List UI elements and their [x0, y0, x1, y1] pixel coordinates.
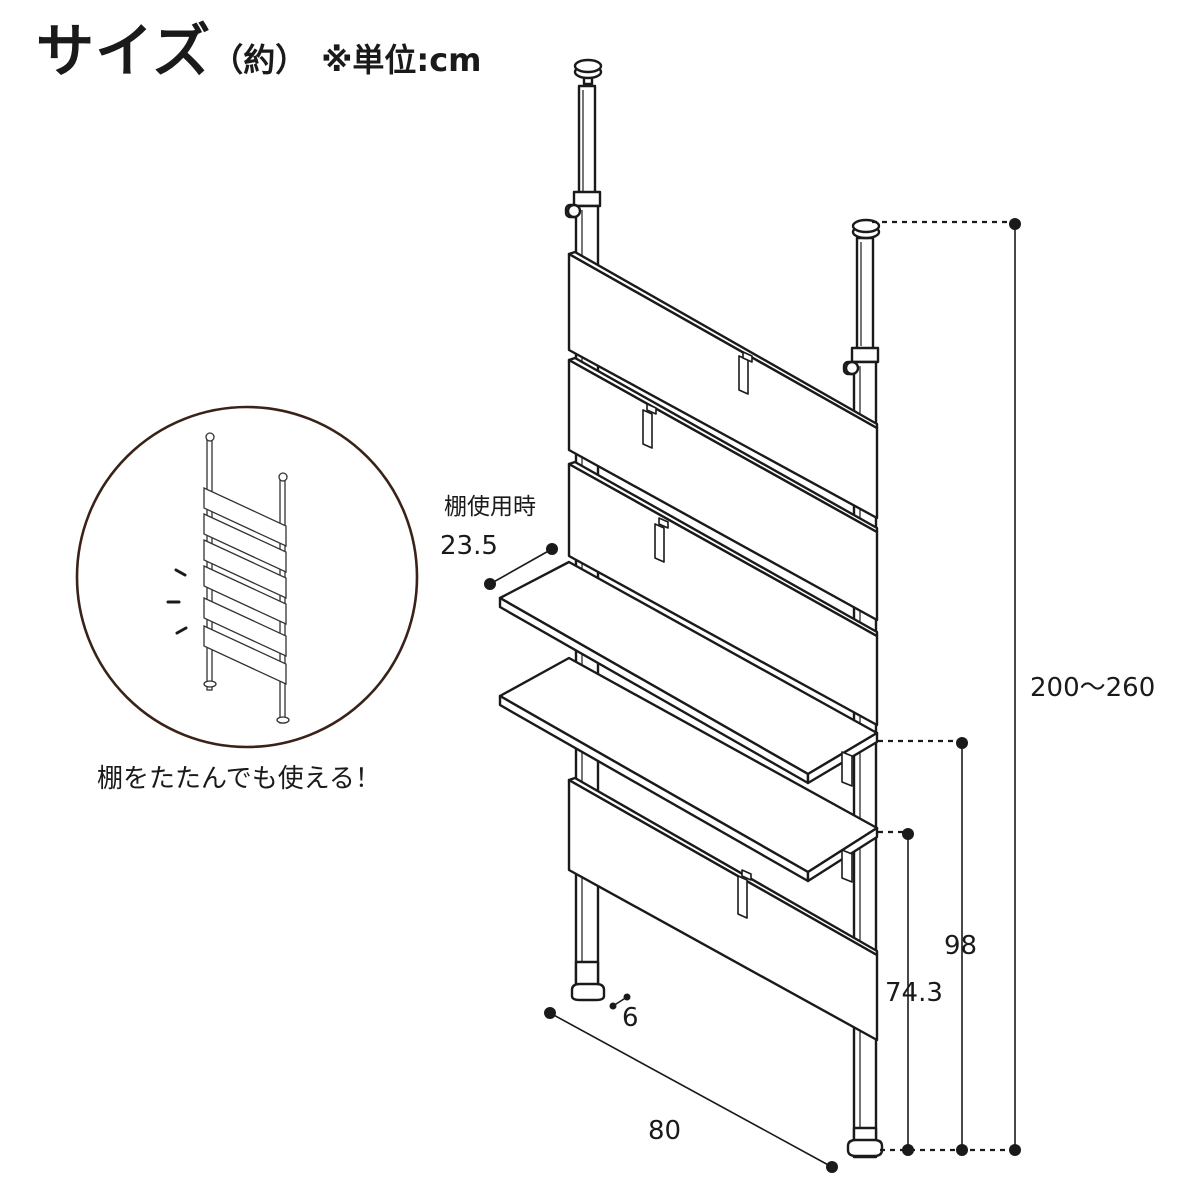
inset-caption: 棚をたたんでも使える！: [97, 764, 381, 794]
panel-2: [567, 356, 879, 622]
width-label: 80: [648, 1116, 682, 1146]
lower-shelf-height-label: 74.3: [885, 978, 943, 1008]
shelf-upper: [498, 560, 879, 787]
dimension-lines: [484, 218, 1021, 1173]
left-foot: [570, 960, 606, 1002]
title-text: サイズ: [36, 17, 212, 85]
shelf-depth-label: 23.5: [440, 531, 498, 561]
upper-shelf-height-label: 98: [944, 931, 978, 961]
title-approx: （約）: [211, 41, 308, 79]
shelf-lower: [498, 656, 879, 883]
panel-1: [567, 250, 879, 520]
base-depth-label: 6: [622, 1003, 639, 1033]
page-title: サイズ（約）※単位:cm: [36, 22, 482, 80]
height-label: 200〜260: [1030, 673, 1156, 703]
unit-note: ※単位:cm: [321, 41, 482, 79]
shelf-use-note: 棚使用時: [444, 494, 536, 520]
right-foot: [846, 1126, 884, 1158]
inset-circle: [75, 405, 419, 749]
panel-3: [567, 460, 879, 727]
inset-folded-shelf: [203, 432, 290, 724]
inset-motion-marks: [166, 568, 188, 635]
panel-4: [567, 776, 879, 1042]
